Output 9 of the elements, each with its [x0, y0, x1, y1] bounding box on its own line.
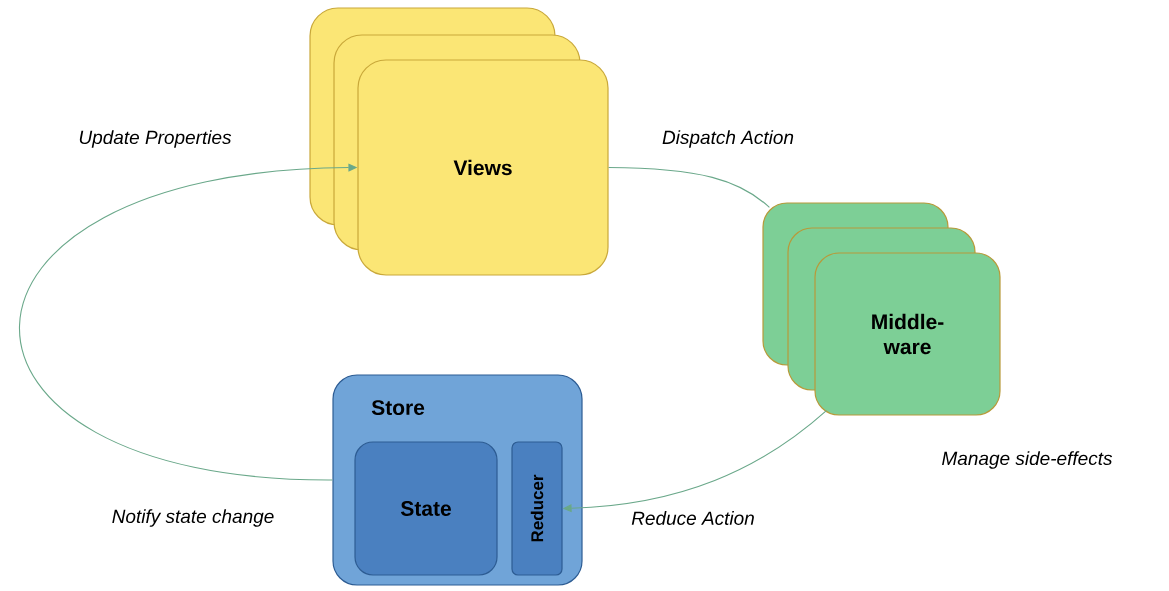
step-label: Manage side-effects	[942, 451, 1113, 469]
step-label: Update Properties	[79, 130, 232, 148]
step-label: Reduce Action	[631, 511, 754, 525]
views-card-stack: Views	[309, 7, 609, 276]
step-label: Dispatch Action	[662, 130, 794, 148]
reducer-box: Reducer	[511, 441, 563, 576]
step-label: Notify state change	[112, 509, 274, 527]
state-box: State	[354, 441, 498, 576]
middleware-card-stack: Middle-ware	[762, 202, 1001, 416]
